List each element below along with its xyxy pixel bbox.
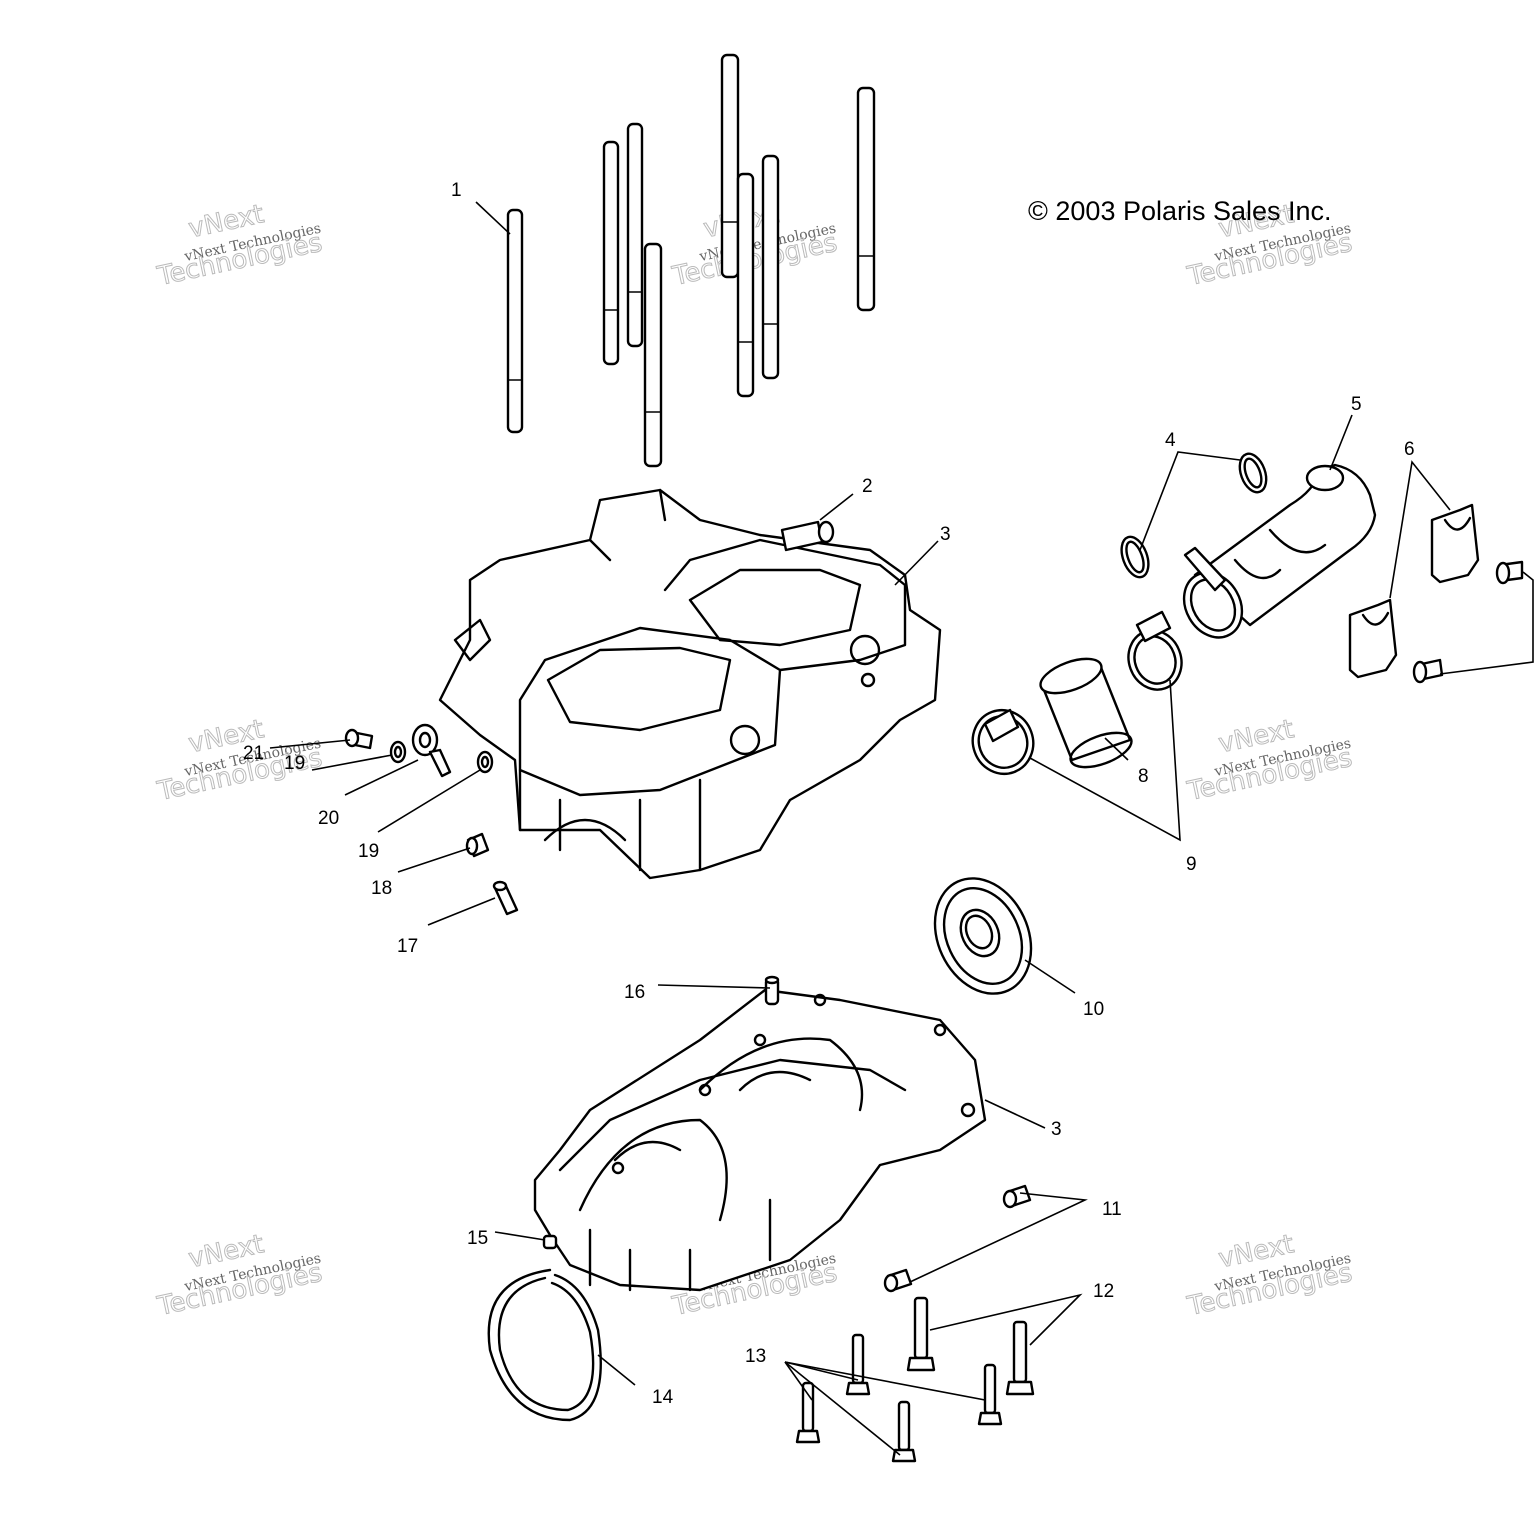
callout-17: 17 (397, 936, 418, 957)
callout-3: 3 (940, 524, 951, 545)
stud (602, 140, 620, 366)
stud-set (506, 53, 876, 468)
hose-clamps (971, 610, 1183, 775)
watermark: vNext vNext Technologies Technologies (1184, 1229, 1356, 1323)
plug (883, 1268, 913, 1293)
watermark: vNext vNext Technologies Technologies (154, 199, 326, 293)
plug (1002, 1184, 1032, 1209)
o-ring (1238, 452, 1268, 494)
stud (506, 208, 524, 434)
dowel-15 (542, 1234, 558, 1250)
stud (761, 154, 780, 380)
callout-14: 14 (652, 1387, 674, 1408)
stud (626, 122, 644, 348)
retaining-ring (487, 1268, 602, 1422)
bolt (906, 1296, 936, 1372)
upper-crankcase (438, 488, 942, 880)
plug-18 (465, 832, 490, 858)
leader-lines (269, 201, 1534, 1456)
sleeve-17 (492, 880, 519, 916)
callout-13: 13 (745, 1346, 766, 1367)
callout-11: 11 (1102, 1199, 1122, 1220)
washer-19a (389, 740, 407, 764)
bolt (1005, 1320, 1035, 1396)
oil-seal (933, 877, 1033, 995)
callout-15: 15 (467, 1228, 488, 1249)
callout-2: 2 (862, 476, 873, 497)
bolt (795, 1381, 821, 1444)
callout-21: 21 (243, 743, 264, 764)
small-fittings (344, 723, 519, 916)
callout-10: 10 (1083, 999, 1104, 1020)
callout-6: 6 (1404, 439, 1415, 460)
screw (1412, 658, 1444, 684)
bolts (795, 1296, 1035, 1463)
pin-2 (780, 520, 835, 552)
callout-3-lower: 3 (1051, 1119, 1062, 1140)
hose (1039, 657, 1133, 769)
hose-clamp (1127, 610, 1183, 691)
copyright-notice: © 2003 Polaris Sales Inc. (1028, 196, 1332, 226)
banjo-bolt-21 (344, 728, 374, 750)
bolt (977, 1363, 1003, 1426)
callout-20: 20 (318, 808, 339, 829)
callout-8: 8 (1138, 766, 1149, 787)
dowel-16 (764, 975, 780, 1006)
callout-19: 19 (284, 753, 305, 774)
callout-1: 1 (451, 180, 462, 201)
washer-19b (476, 750, 494, 774)
callout-4: 4 (1165, 430, 1176, 451)
hose-clamp (971, 708, 1035, 775)
lower-crankcase (533, 988, 987, 1292)
plugs (883, 1184, 1032, 1293)
bolt (845, 1333, 871, 1396)
callout-12: 12 (1093, 1281, 1114, 1302)
stud (736, 172, 755, 398)
mount-brackets (1348, 503, 1524, 684)
o-ring (1120, 535, 1150, 579)
callout-19-second: 19 (358, 841, 379, 862)
callout-16: 16 (624, 982, 645, 1003)
stud (643, 242, 663, 468)
callout-9: 9 (1186, 854, 1197, 875)
bolt (891, 1400, 917, 1463)
coolant-elbow (1182, 463, 1377, 639)
callout-5: 5 (1351, 394, 1362, 415)
o-rings (1120, 452, 1268, 579)
watermark: vNext vNext Technologies Technologies (154, 1229, 326, 1323)
callout-18: 18 (371, 878, 392, 899)
watermark: vNext vNext Technologies Technologies (1184, 714, 1356, 808)
screw (1495, 560, 1524, 585)
stud (856, 86, 876, 312)
callouts: 1 2 3 4 5 6 8 9 10 3 11 12 13 14 15 16 1… (243, 180, 1415, 1408)
stud (720, 53, 740, 279)
banjo-fitting-20 (411, 723, 452, 778)
